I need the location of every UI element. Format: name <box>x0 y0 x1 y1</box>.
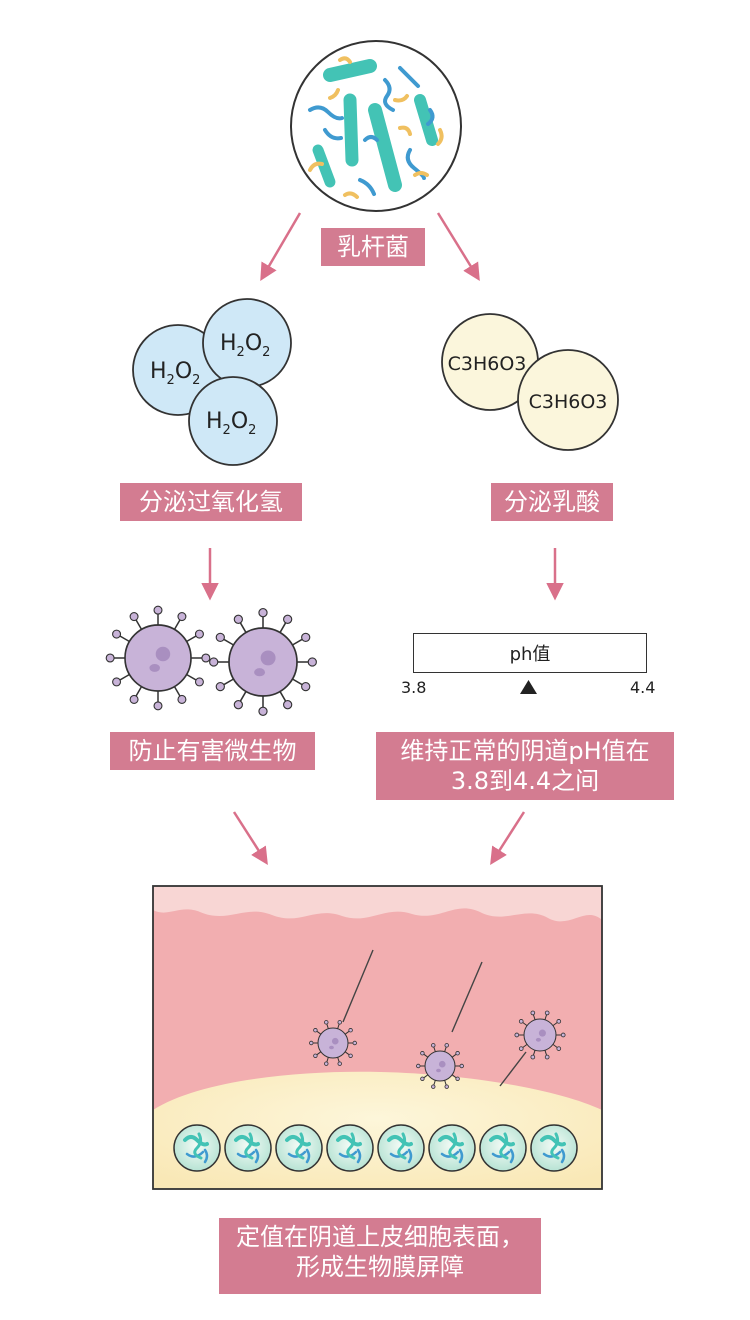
virus-icon <box>514 1010 566 1060</box>
h2o2-formula-2: H2O2 <box>220 331 270 360</box>
virus-icon-group <box>105 605 317 716</box>
label-colonize-biofilm: 定值在阴道上皮细胞表面， 形成生物膜屏障 <box>219 1218 541 1294</box>
h2o2-formula-1: H2O2 <box>150 359 200 388</box>
epithelial-cell-row <box>173 1124 578 1172</box>
epithelial-cell-icon <box>428 1124 476 1172</box>
ph-scale-min: 3.8 <box>401 678 427 697</box>
label-maintain-ph: 维持正常的阴道pH值在 3.8到4.4之间 <box>376 732 674 800</box>
epithelial-cell-icon <box>275 1124 323 1172</box>
bacteria-culture-icon <box>290 40 462 212</box>
virus-icon <box>209 608 317 716</box>
epithelial-cell-icon <box>530 1124 578 1172</box>
epithelial-cell-icon <box>326 1124 374 1172</box>
epithelial-cell-icon <box>173 1124 221 1172</box>
arrow-to-h2o2 <box>260 212 302 282</box>
ph-scale-bar: ph值 <box>413 633 647 673</box>
virus-icon <box>309 1020 357 1066</box>
arrow-to-lactic <box>436 212 480 281</box>
virus-icon <box>105 605 211 711</box>
label-prevent-harmful-microbes: 防止有害微生物 <box>110 732 315 770</box>
ph-scale-label: ph值 <box>509 644 551 665</box>
lactic-formula-1: C3H6O3 <box>448 353 527 375</box>
arrow-maintain-to-tissue <box>490 811 526 865</box>
ph-scale-max: 4.4 <box>630 678 656 697</box>
virus-icon <box>416 1043 464 1089</box>
lactic-formula-2: C3H6O3 <box>529 391 608 413</box>
flow-arrows <box>201 212 564 865</box>
lactic-acid-molecule-icon: C3H6O3 C3H6O3 <box>441 313 619 451</box>
label-lactobacillus: 乳杆菌 <box>321 228 425 266</box>
h2o2-formula-3: H2O2 <box>206 409 256 438</box>
h2o2-molecule-icon: H2O2 H2O2 H2O2 <box>132 298 292 466</box>
epithelial-cell-icon <box>377 1124 425 1172</box>
arrow-prevent-to-tissue <box>232 811 268 865</box>
label-secrete-lactic: 分泌乳酸 <box>491 483 613 521</box>
epithelial-cell-icon <box>224 1124 272 1172</box>
vaginal-epithelium-illustration <box>152 885 603 1190</box>
label-secrete-h2o2: 分泌过氧化氢 <box>120 483 302 521</box>
tissue-virus-group <box>309 1010 566 1089</box>
epithelial-cell-icon <box>479 1124 527 1172</box>
ph-scale-pointer-icon <box>520 680 537 694</box>
